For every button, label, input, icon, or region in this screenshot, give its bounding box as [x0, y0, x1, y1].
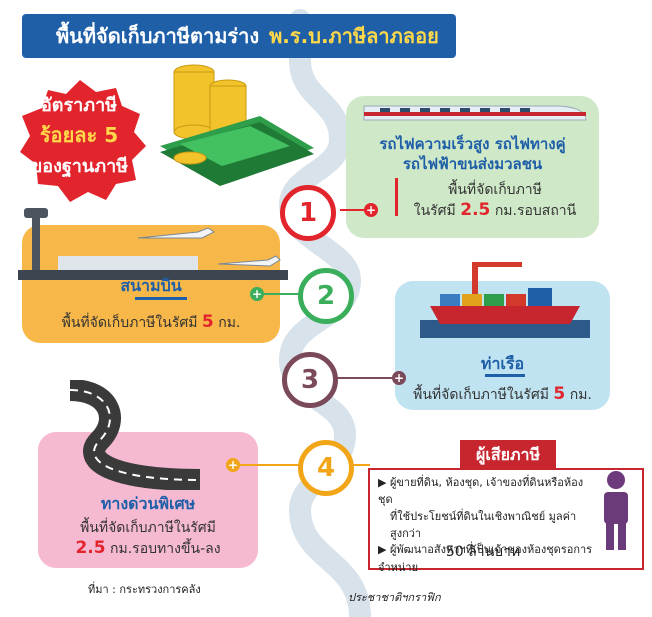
- port-desc-suffix: กม.: [569, 387, 592, 403]
- train-icon: [363, 105, 587, 121]
- airport-panel: [22, 225, 280, 343]
- taxpayer-item1-line2: ที่ใช้ประโยชน์ที่ดินในเชิงพาณิชย์ มูลค่า…: [390, 510, 577, 540]
- expressway-desc: พื้นที่จัดเก็บภาษีในรัศมี 2.5 กม.รอบทางข…: [38, 518, 258, 559]
- rail-divider: [395, 178, 398, 216]
- rail-heading-line1: รถไฟความเร็วสูง รถไฟทางคู่: [379, 135, 566, 153]
- expressway-panel: [38, 432, 258, 568]
- page-title: พื้นที่จัดเก็บภาษีตามร่าง พ.ร.บ.ภาษีลาภลอ…: [22, 14, 456, 58]
- port-heading: ท่าเรือ: [480, 354, 525, 373]
- connector-4: [232, 464, 300, 466]
- rate-line1: อัตราภาษี: [40, 95, 118, 116]
- airport-underline: [135, 297, 187, 300]
- airport-desc-prefix: พื้นที่จัดเก็บภาษีในรัศมี: [61, 315, 198, 331]
- rail-desc-line1: พื้นที่จัดเก็บภาษี: [448, 182, 542, 198]
- zone-1-plus-icon: +: [364, 203, 378, 217]
- taxpayer-item1-line1: ผู้ขายที่ดิน, ห้องชุด, เจ้าของที่ดินหรือ…: [378, 476, 584, 506]
- zone-4-number: 4: [298, 440, 354, 496]
- rail-desc: พื้นที่จัดเก็บภาษี ในรัศมี 2.5 กม.รอบสถา…: [400, 180, 590, 221]
- rate-burst-shape: [20, 80, 146, 202]
- connector-2: [258, 293, 302, 295]
- rail-heading-line2: รถไฟฟ้าขนส่งมวลชน: [402, 155, 543, 173]
- title-law: พ.ร.บ.ภาษีลาภลอย: [269, 24, 439, 48]
- airport-desc-suffix: กม.: [218, 315, 241, 331]
- port-desc-prefix: พื้นที่จัดเก็บภาษีในรัศมี: [413, 387, 549, 403]
- port-desc-value: 5: [553, 384, 566, 404]
- airport-desc-value: 5: [201, 312, 214, 332]
- rate-badge: อัตราภาษี ร้อยละ 5 ของฐานภาษี: [24, 90, 134, 180]
- zone-2-number: 2: [298, 268, 354, 324]
- airport-desc: พื้นที่จัดเก็บภาษีในรัศมี 5 กม.: [22, 312, 280, 334]
- airport-heading: สนามบิน: [120, 276, 182, 295]
- taxpayer-item2-text: ผู้พัฒนาอสังหาฯที่เป็นเจ้าของห้องชุดรอกา…: [378, 543, 593, 574]
- rate-line2: ร้อยละ 5: [39, 123, 119, 147]
- expressway-desc-value: 2.5: [75, 538, 106, 558]
- title-prefix: พื้นที่จัดเก็บภาษีตามร่าง: [56, 24, 260, 48]
- taxpayer-item-2: ▶ ผู้พัฒนาอสังหาฯที่เป็นเจ้าของห้องชุดรอ…: [378, 540, 598, 576]
- rail-desc-suffix: กม.รอบสถานี: [494, 203, 577, 219]
- zone-2-plus-icon: +: [250, 287, 264, 301]
- expressway-desc-suffix: กม.รอบทางขึ้น-ลง: [110, 541, 221, 557]
- taxpayer-box: [368, 468, 644, 570]
- graphic-credit: ประชาชาติฯกราฟิก: [348, 591, 441, 604]
- taxpayer-item-1: ▶ ผู้ขายที่ดิน, ห้องชุด, เจ้าของที่ดินหร…: [378, 474, 588, 562]
- money-stack-icon: [160, 64, 314, 186]
- expressway-desc-line1: พื้นที่จัดเก็บภาษีในรัศมี: [80, 520, 216, 536]
- zone-3-number: 3: [282, 352, 338, 408]
- airport-icon: [18, 208, 288, 280]
- connector-4b: [345, 464, 370, 466]
- connector-1: [340, 209, 370, 211]
- taxpayer-bullet-1-icon: ▶: [378, 476, 387, 489]
- connector-3: [334, 377, 400, 379]
- zone-1-number: 1: [280, 185, 336, 241]
- expressway-road-icon: [69, 380, 201, 490]
- rail-desc-value: 2.5: [460, 200, 491, 220]
- port-desc: พื้นที่จัดเก็บภาษีในรัศมี 5 กม.: [395, 384, 610, 406]
- rate-line3: ของฐานภาษี: [29, 156, 129, 177]
- expressway-heading: ทางด่วนพิเศษ: [100, 494, 196, 513]
- port-ship-icon: [420, 262, 590, 338]
- taxpayer-tag: ผู้เสียภาษี: [460, 440, 556, 470]
- taxpayer-item1-line3: 50 ล้านบาท: [445, 544, 521, 560]
- rail-desc-prefix: ในรัศมี: [413, 203, 456, 219]
- taxpayer-bullet-2-icon: ▶: [378, 543, 387, 556]
- port-underline: [485, 374, 525, 377]
- zone-3-plus-icon: +: [392, 371, 406, 385]
- person-icon: [604, 471, 628, 550]
- zone-4-plus-icon: +: [226, 458, 240, 472]
- source-note: ที่มา : กระทรวงการคลัง: [88, 583, 201, 596]
- rail-heading: รถไฟความเร็วสูง รถไฟทางคู่ รถไฟฟ้าขนส่งม…: [350, 134, 595, 174]
